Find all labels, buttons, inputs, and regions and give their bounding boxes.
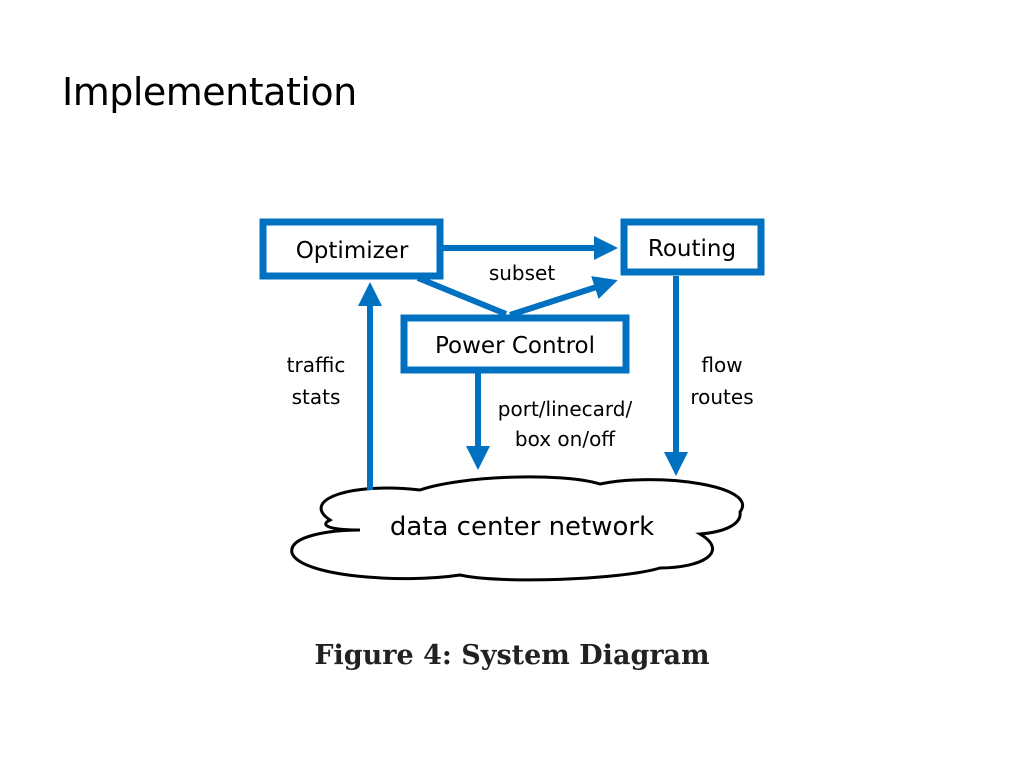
port-control-label-line-1: port/linecard/ (498, 397, 633, 421)
edge-power-control-to-routing (509, 276, 618, 318)
traffic-stats-label-line-2: stats (292, 385, 341, 409)
optimizer-node: Optimizer (259, 218, 444, 280)
network-cloud (290, 475, 744, 582)
traffic-stats-label-line-1: traffic (287, 353, 346, 377)
network-label: data center network (390, 512, 654, 542)
port-control-label-line-2: box on/off (515, 427, 616, 451)
flow-routes-label-line-1: flow (701, 353, 742, 377)
optimizer-label: Optimizer (296, 238, 409, 264)
subset-label: subset (489, 261, 556, 285)
power-control-label: Power Control (435, 333, 595, 359)
flow-routes-label-line-2: routes (690, 385, 753, 409)
power-control-node: Power Control (400, 314, 630, 374)
routing-label: Routing (648, 236, 736, 262)
edge-optimizer-to-power-control (416, 275, 508, 317)
slide-title: Implementation (62, 70, 357, 114)
routing-node: Routing (620, 218, 765, 276)
figure-caption: Figure 4: System Diagram (314, 640, 710, 671)
